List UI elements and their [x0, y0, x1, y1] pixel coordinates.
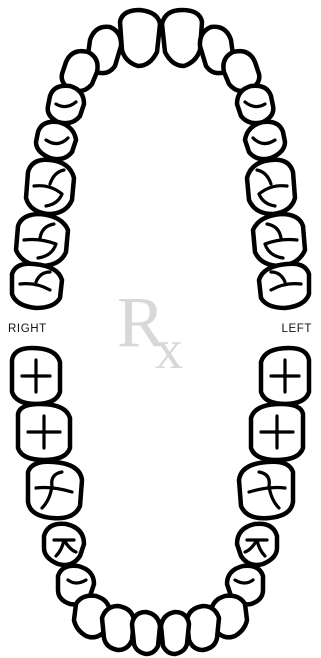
tooth-lower-right-first-molar[interactable] — [28, 462, 82, 519]
tooth-upper-left-central-incisor[interactable] — [162, 10, 202, 66]
upper-arch — [12, 10, 309, 308]
right-side-label: RIGHT — [8, 323, 47, 335]
tooth-lower-left-central-incisor[interactable] — [161, 612, 189, 654]
tooth-upper-right-first-premolar[interactable] — [48, 86, 84, 123]
tooth-upper-left-first-premolar[interactable] — [237, 86, 273, 123]
left-side-label: LEFT — [281, 323, 312, 335]
rx-watermark: R x — [117, 286, 207, 386]
lower-arch — [12, 348, 309, 654]
tooth-lower-right-central-incisor[interactable] — [132, 612, 160, 654]
tooth-upper-left-second-premolar[interactable] — [245, 122, 285, 159]
tooth-lower-left-lateral-incisor[interactable] — [187, 606, 219, 650]
tooth-lower-left-first-molar[interactable] — [239, 462, 293, 519]
tooth-upper-right-second-premolar[interactable] — [36, 122, 76, 159]
tooth-lower-right-lateral-incisor[interactable] — [102, 606, 134, 650]
rx-watermark-x: x — [155, 322, 183, 378]
tooth-upper-right-central-incisor[interactable] — [120, 10, 160, 66]
